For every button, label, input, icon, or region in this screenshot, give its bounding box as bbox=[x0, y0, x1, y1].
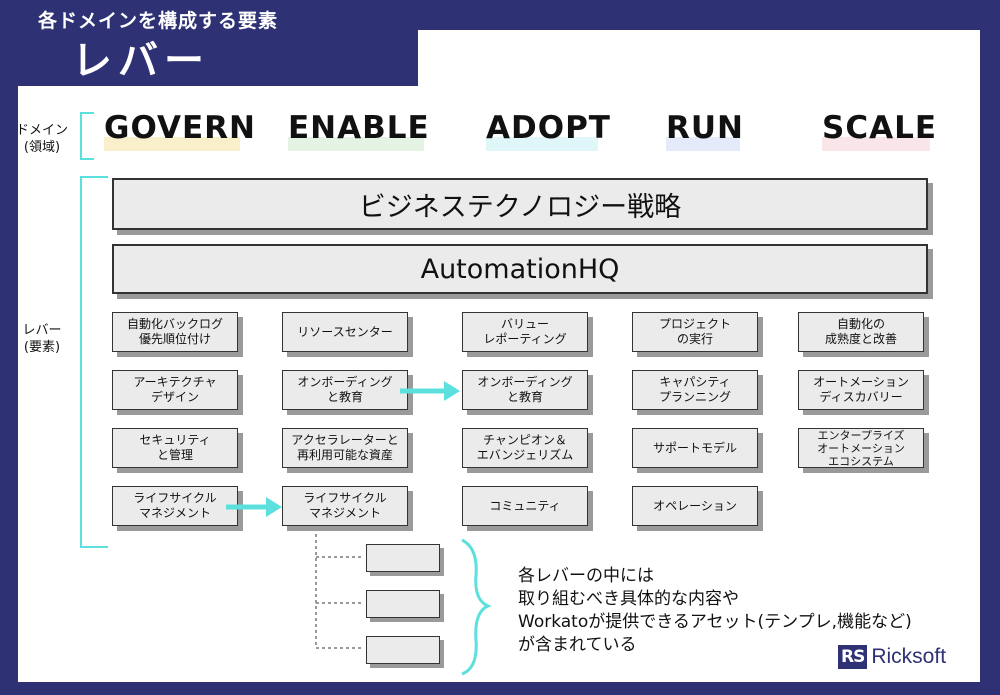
lever-govern-backlog: 自動化バックログ 優先順位付け bbox=[112, 312, 238, 352]
lever-adopt-community: コミュニティ bbox=[462, 486, 588, 526]
run-highlight bbox=[666, 137, 740, 151]
domain-bracket bbox=[80, 112, 94, 160]
domain-govern: GOVERN bbox=[104, 110, 256, 146]
lever-scale-maturity: 自動化の 成熟度と改善 bbox=[798, 312, 924, 352]
ricksoft-logo: RS Ricksoft bbox=[838, 645, 946, 669]
asset-box bbox=[366, 544, 440, 572]
lever-govern-security: セキュリティ と管理 bbox=[112, 428, 238, 468]
lever-enable-lifecycle: ライフサイクル マネジメント bbox=[282, 486, 408, 526]
lever-scale-ecosystem: エンタープライズ オートメーション エコシステム bbox=[798, 428, 924, 468]
lever-bracket bbox=[80, 176, 108, 548]
lever-side-label: レバー (要素) bbox=[22, 323, 62, 355]
domain-adopt: ADOPT bbox=[486, 110, 611, 146]
lever-run-operations: オペレーション bbox=[632, 486, 758, 526]
lever-scale-discovery: オートメーション ディスカバリー bbox=[798, 370, 924, 410]
lever-govern-architecture: アーキテクチャ デザイン bbox=[112, 370, 238, 410]
page-title: レバー bbox=[72, 38, 210, 84]
domain-side-label: ドメイン (領域) bbox=[16, 123, 69, 155]
asset-box bbox=[366, 590, 440, 618]
lever-run-support: サポートモデル bbox=[632, 428, 758, 468]
page-subtitle: 各ドメインを構成する要素 bbox=[38, 10, 279, 32]
lever-note: 各レバーの中には 取り組むべき具体的な内容や Workatoが提供できるアセット… bbox=[518, 566, 912, 655]
lever-adopt-onboarding: オンボーディング と教育 bbox=[462, 370, 588, 410]
domain-run: RUN bbox=[666, 110, 744, 146]
panel-tab bbox=[418, 30, 980, 90]
asset-box bbox=[366, 636, 440, 664]
logo-mark: RS bbox=[838, 645, 868, 669]
domain-scale: SCALE bbox=[822, 110, 937, 146]
lever-adopt-value-reporting: バリュー レポーティング bbox=[462, 312, 588, 352]
lever-enable-onboarding: オンボーディング と教育 bbox=[282, 370, 408, 410]
lever-run-capacity: キャパシティ プランニング bbox=[632, 370, 758, 410]
strategy-band: ビジネステクノロジー戦略 bbox=[112, 178, 928, 230]
domain-enable: ENABLE bbox=[288, 110, 430, 146]
govern-highlight bbox=[104, 137, 240, 151]
automation-hq-band: AutomationHQ bbox=[112, 244, 928, 294]
scale-highlight bbox=[822, 137, 930, 151]
enable-highlight bbox=[288, 137, 424, 151]
lever-adopt-champion: チャンピオン＆ エバンジェリズム bbox=[462, 428, 588, 468]
adopt-highlight bbox=[486, 137, 598, 151]
lever-enable-accelerators: アクセラレーターと 再利用可能な資産 bbox=[282, 428, 408, 468]
logo-name: Ricksoft bbox=[871, 645, 947, 668]
lever-enable-resource-center: リソースセンター bbox=[282, 312, 408, 352]
lever-govern-lifecycle: ライフサイクル マネジメント bbox=[112, 486, 238, 526]
lever-run-project: プロジェクト の実行 bbox=[632, 312, 758, 352]
